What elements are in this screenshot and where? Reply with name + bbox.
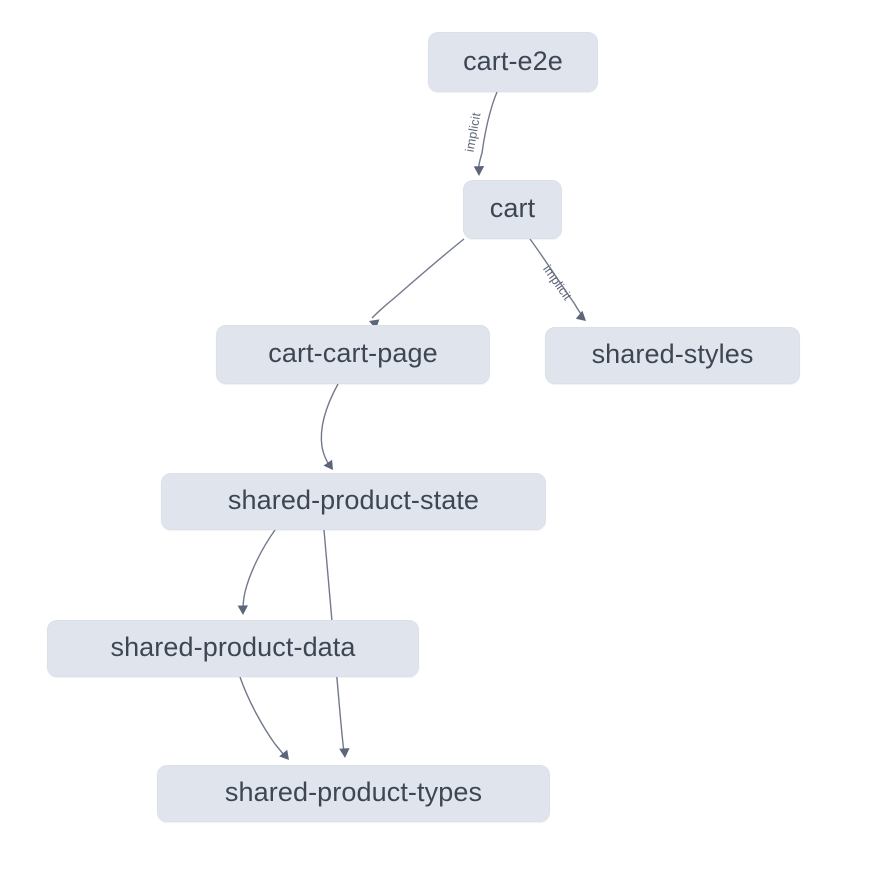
graph-node-shared-product-types[interactable]: shared-product-types xyxy=(157,765,550,822)
graph-node-shared-product-state[interactable]: shared-product-state xyxy=(161,473,546,530)
graph-node-label: cart xyxy=(489,193,536,223)
graph-node-label: shared-product-state xyxy=(227,485,480,515)
graph-node-label: shared-styles xyxy=(591,339,754,369)
graph-node-label: cart-e2e xyxy=(463,45,563,76)
graph-node-cart-cart-page[interactable]: cart-cart-page xyxy=(216,325,490,384)
graph-node-label: shared-product-types xyxy=(224,777,483,807)
graph-node-cart[interactable]: cart xyxy=(463,180,562,239)
graph-node-label: shared-product-data xyxy=(110,632,356,662)
graph-node-shared-styles[interactable]: shared-styles xyxy=(545,327,800,384)
graph-node-label: cart-cart-page xyxy=(268,338,438,368)
graph-node-cart-e2e[interactable]: cart-e2e xyxy=(428,32,598,92)
graph-node-shared-product-data[interactable]: shared-product-data xyxy=(47,620,419,677)
